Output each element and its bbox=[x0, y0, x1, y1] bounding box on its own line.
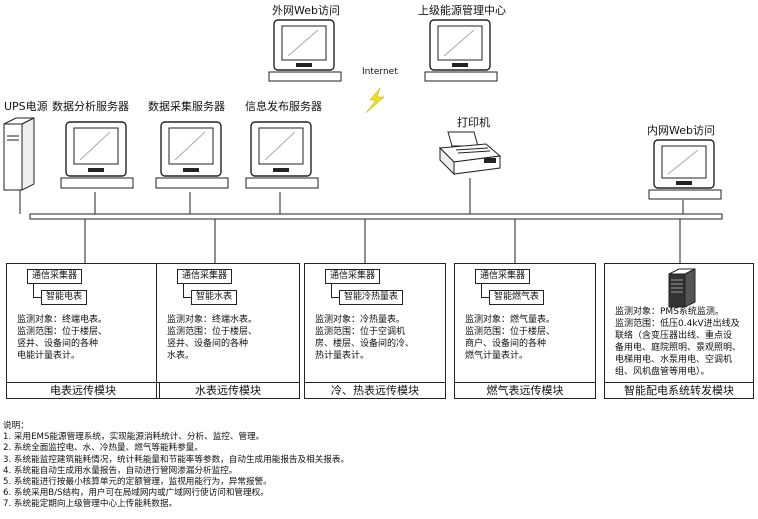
module-title: 燃气表远传模块 bbox=[454, 382, 596, 399]
printer-label: 打印机 bbox=[457, 116, 490, 129]
desc-line: 电能计量表计。 bbox=[17, 351, 81, 361]
module-distribution: 监测对象：PMS系统监测。 监测范围：低压0.4kV进出线及 联络（含变压器出线… bbox=[604, 263, 754, 399]
note-item: 4. 系统能自动生成用水量报告，自动进行管网渗漏分析监控。 bbox=[3, 465, 238, 476]
desc-line: 监测范围：位于楼层、 bbox=[17, 327, 108, 337]
module-tag-collector: 通信采集器 bbox=[27, 269, 83, 284]
note-item: 1. 采用EMS能源管理系统，实现能源消耗统计、分析、监控、管理。 bbox=[3, 432, 265, 443]
notes-heading: 说明： bbox=[3, 421, 29, 431]
note-item: 2. 系统全面监控电、水、冷热量、燃气等能耗参量。 bbox=[3, 443, 203, 454]
tag-connector bbox=[33, 283, 42, 298]
external-web-label: 外网Web访问 bbox=[272, 4, 340, 17]
desc-line: 监测对象：终端电表。 bbox=[17, 315, 108, 325]
tag-connector bbox=[183, 283, 192, 298]
tag-connector bbox=[331, 283, 340, 298]
module-tag-meter: 智能冷热量表 bbox=[339, 290, 404, 305]
internet-label: Internet bbox=[362, 67, 398, 77]
monitor-icon bbox=[245, 121, 319, 189]
desc-line: 备用电、庭院照明、景观照明、 bbox=[615, 343, 742, 353]
module-water: 通信采集器 智能水表 监测对象：终端水表。 监测范围：位于楼层、 竖井、设备间的… bbox=[156, 263, 300, 399]
tag-connector bbox=[481, 283, 490, 298]
desc-line: 监测对象：冷热量表。 bbox=[315, 315, 406, 325]
server-tower-icon bbox=[668, 268, 696, 308]
desc-line: 监测范围：低压0.4kV进出线及 bbox=[615, 319, 740, 329]
desc-line: 竖井、设备间的各种 bbox=[167, 339, 249, 349]
desc-line: 竖井、设备间的各种 bbox=[17, 339, 99, 349]
note-item: 7. 系统能定期向上级管理中心上传能耗数据。 bbox=[3, 499, 178, 510]
module-description: 监测对象：燃气量表。 监测范围：位于楼层、 商户、设备间的各种 燃气计量表计。 bbox=[465, 314, 555, 362]
monitor-icon bbox=[155, 121, 229, 189]
module-gas: 通信采集器 智能燃气表 监测对象：燃气量表。 监测范围：位于楼层、 商户、设备间… bbox=[454, 263, 596, 399]
upper-center-label: 上级能源管理中心 bbox=[418, 4, 506, 17]
desc-line: 商户、设备间的各种 bbox=[465, 339, 547, 349]
desc-line: 燃气计量表计。 bbox=[465, 351, 529, 361]
publish-server-label: 信息发布服务器 bbox=[245, 100, 322, 113]
module-tag-collector: 通信采集器 bbox=[325, 269, 381, 284]
module-description: 监测对象：终端电表。 监测范围：位于楼层、 竖井、设备间的各种 电能计量表计。 bbox=[17, 314, 107, 362]
module-electric: 通信采集器 智能电表 监测对象：终端电表。 监测范围：位于楼层、 竖井、设备间的… bbox=[6, 263, 160, 399]
module-title: 电表远传模块 bbox=[6, 382, 160, 399]
desc-line: 组、风机盘管等用电）。 bbox=[615, 367, 710, 377]
desc-line: 房、楼层、设备间的冷、 bbox=[315, 339, 415, 349]
ups-icon bbox=[3, 117, 35, 191]
module-tag-meter: 智能水表 bbox=[191, 290, 238, 305]
note-item: 5. 系统能进行按最小核算单元的定额管理，监视用能行为，异常报警。 bbox=[3, 477, 272, 488]
printer-icon bbox=[438, 131, 502, 176]
desc-line: 监测对象：PMS系统监测。 bbox=[615, 307, 724, 317]
intranet-web-label: 内网Web访问 bbox=[647, 124, 715, 137]
module-description: 监测对象：PMS系统监测。 监测范围：低压0.4kV进出线及 联络（含变压器出线… bbox=[615, 306, 741, 378]
module-tag-collector: 通信采集器 bbox=[475, 269, 531, 284]
note-item: 3. 系统能监控建筑能耗情况，统计耗能量和节能率等参数，自动生成用能报告及相关报… bbox=[3, 454, 350, 465]
monitor-icon bbox=[648, 139, 722, 200]
collection-server-label: 数据采集服务器 bbox=[148, 100, 225, 113]
module-tag-collector: 通信采集器 bbox=[177, 269, 233, 284]
lightning-icon bbox=[365, 87, 385, 114]
desc-line: 电梯用电、水泵用电、空调机 bbox=[615, 355, 733, 365]
desc-line: 监测范围：位于空调机 bbox=[315, 327, 406, 337]
module-title: 智能配电系统转发模块 bbox=[604, 382, 754, 399]
desc-line: 监测范围：位于楼层、 bbox=[167, 327, 258, 337]
desc-line: 水表。 bbox=[167, 351, 195, 361]
desc-line: 联络（含变压器出线、重点设 bbox=[615, 331, 733, 341]
desc-line: 监测对象：终端水表。 bbox=[167, 315, 258, 325]
note-item: 6. 系统采用B/S结构，用户可在局域网内或广域网行使访问和管理权。 bbox=[3, 488, 269, 499]
module-tag-meter: 智能电表 bbox=[41, 290, 88, 305]
desc-line: 监测范围：位于楼层、 bbox=[465, 327, 556, 337]
desc-line: 热计量表计。 bbox=[315, 351, 370, 361]
ups-label: UPS电源 bbox=[4, 100, 48, 113]
module-heat: 通信采集器 智能冷热量表 监测对象：冷热量表。 监测范围：位于空调机 房、楼层、… bbox=[304, 263, 446, 399]
monitor-icon bbox=[60, 121, 134, 189]
desc-line: 监测对象：燃气量表。 bbox=[465, 315, 556, 325]
analysis-server-label: 数据分析服务器 bbox=[52, 100, 129, 113]
module-description: 监测对象：冷热量表。 监测范围：位于空调机 房、楼层、设备间的冷、 热计量表计。 bbox=[315, 314, 414, 362]
module-description: 监测对象：终端水表。 监测范围：位于楼层、 竖井、设备间的各种 水表。 bbox=[167, 314, 257, 362]
network-bus bbox=[29, 213, 723, 220]
module-title: 冷、热表远传模块 bbox=[304, 382, 446, 399]
module-tag-meter: 智能燃气表 bbox=[489, 290, 545, 305]
monitor-icon bbox=[424, 19, 498, 82]
monitor-icon bbox=[268, 19, 342, 82]
notes-section: 说明： 1. 采用EMS能源管理系统，实现能源消耗统计、分析、监控、管理。 2.… bbox=[3, 421, 349, 511]
module-title: 水表远传模块 bbox=[156, 382, 300, 399]
